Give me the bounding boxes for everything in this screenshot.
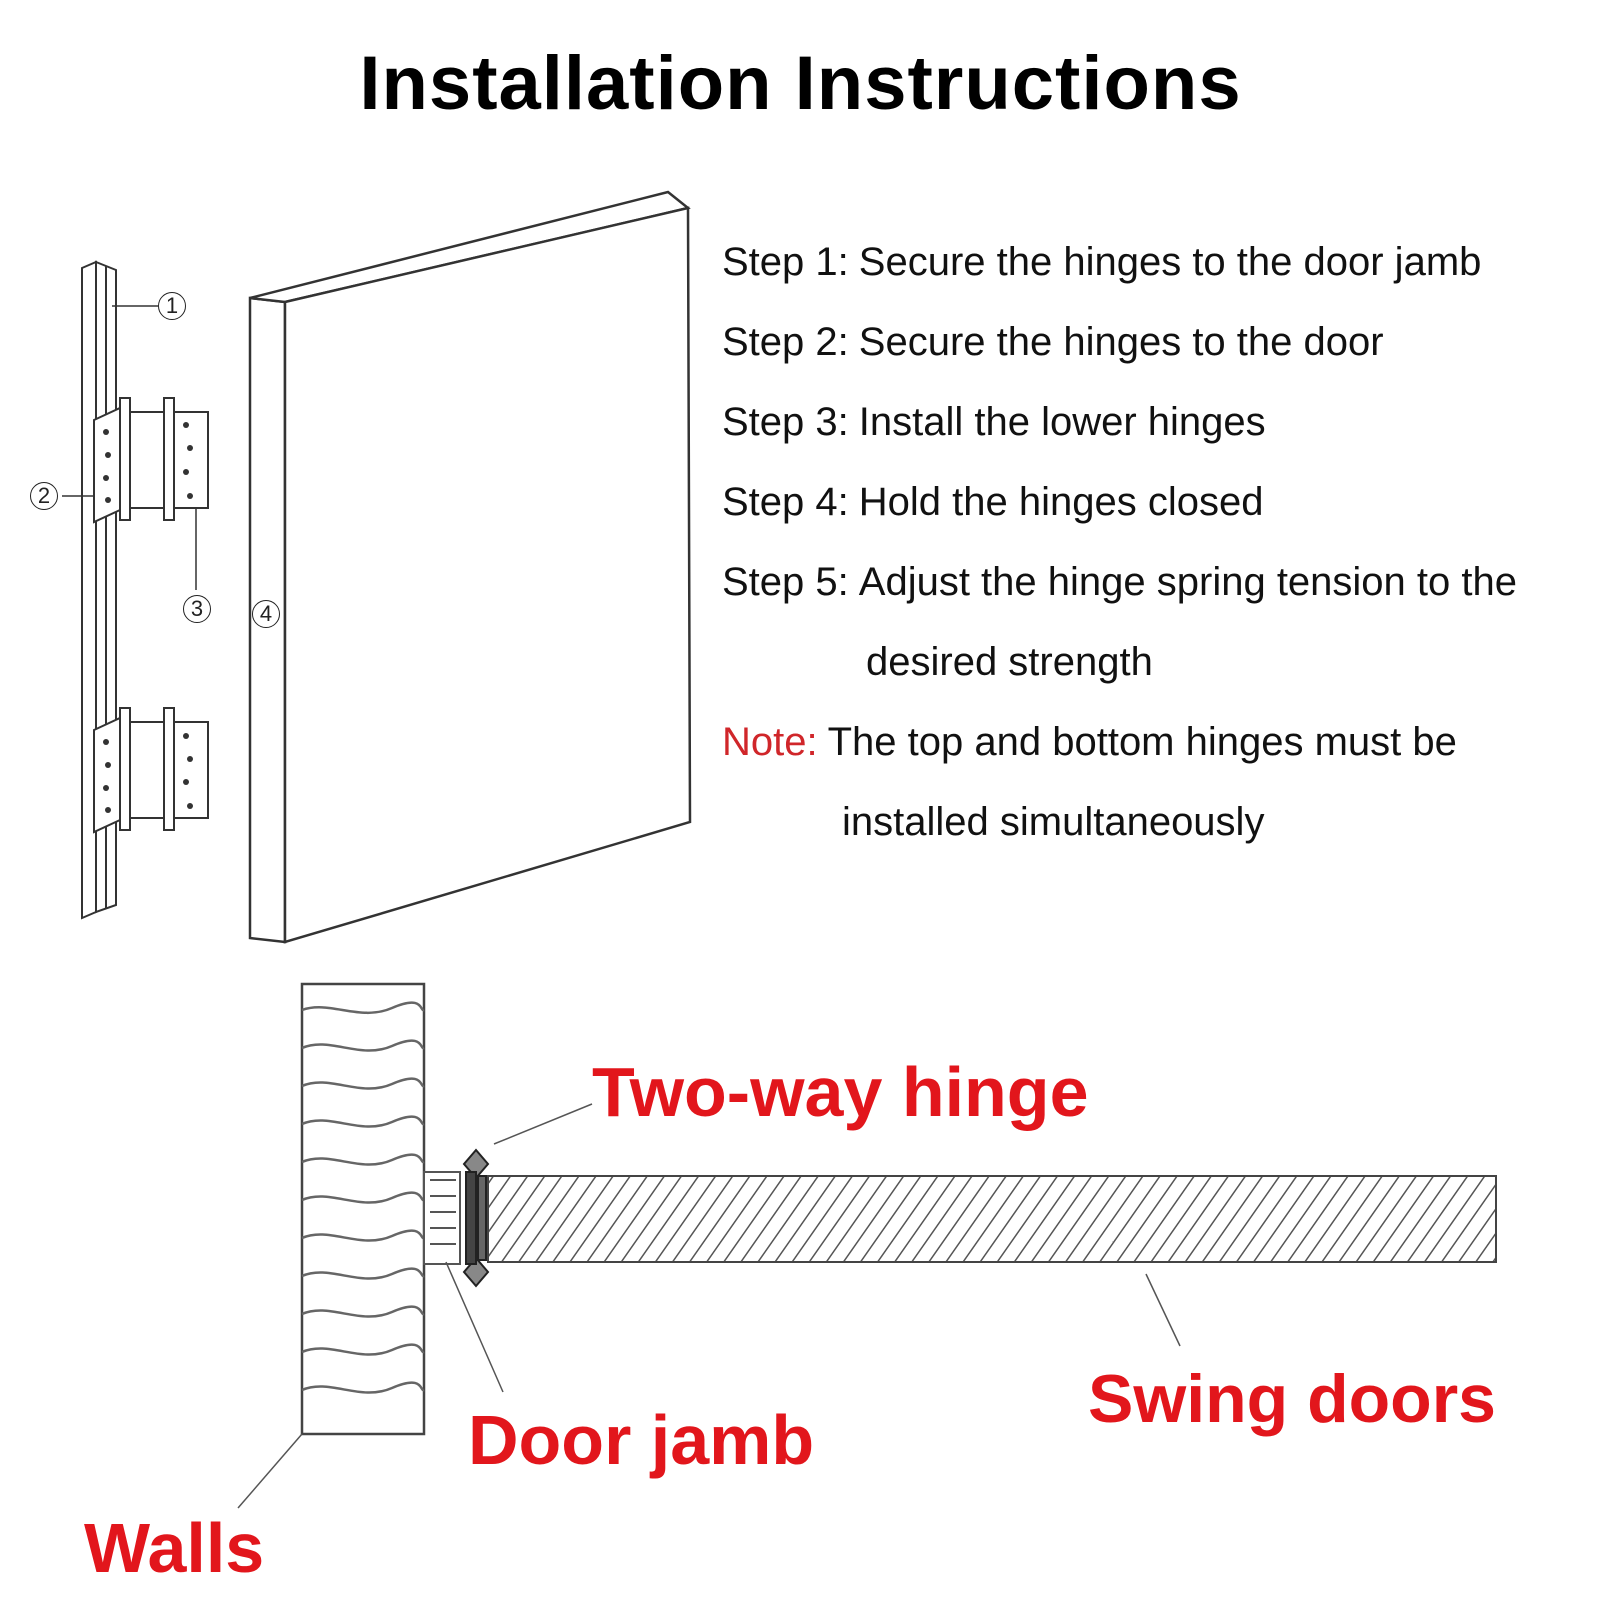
note-continuation: installed simultaneously [842,800,1265,844]
swing-door-slab [487,1175,1497,1263]
step-5-continuation: desired strength [866,640,1153,684]
marker-2: 2 [30,482,58,510]
step-4-text: Hold the hinges closed [858,480,1264,524]
step-1: Step 1:Secure the hinges to the door jam… [722,240,1481,285]
two-way-hinge [462,1148,490,1288]
marker-3: 3 [183,595,211,623]
label-two-way-hinge: Two-way hinge [592,1053,1089,1131]
step-4-label: Step 4: [722,480,849,524]
step-3-label: Step 3: [722,400,849,444]
step-5: Step 5:Adjust the hinge spring tension t… [722,560,1517,605]
step-3: Step 3:Install the lower hinges [722,400,1266,445]
step-2: Step 2:Secure the hinges to the door [722,320,1384,365]
wall-block [300,982,426,1436]
page-title: Installation Instructions [359,41,1242,126]
step-1-text: Secure the hinges to the door jamb [858,240,1482,284]
label-swing-doors: Swing doors [1088,1361,1496,1437]
label-walls: Walls [84,1509,265,1587]
note-text: The top and bottom hinges must be [827,720,1457,764]
step-5-text: Adjust the hinge spring tension to the [858,560,1517,604]
step-5-label: Step 5: [722,560,849,604]
marker-4: 4 [252,600,280,628]
note-label: Note: [722,720,818,764]
label-door-jamb: Door jamb [468,1401,815,1479]
note: Note:The top and bottom hinges must be [722,720,1457,765]
step-3-text: Install the lower hinges [858,400,1266,444]
step-2-text: Secure the hinges to the door [858,320,1384,364]
lower-hinge [93,707,209,834]
jamb-block [423,1171,461,1265]
step-2-label: Step 2: [722,320,849,364]
step-1-label: Step 1: [722,240,849,284]
marker-1: 1 [158,292,186,320]
upper-hinge [93,397,209,524]
door-panel [248,190,692,944]
step-4: Step 4:Hold the hinges closed [722,480,1263,525]
